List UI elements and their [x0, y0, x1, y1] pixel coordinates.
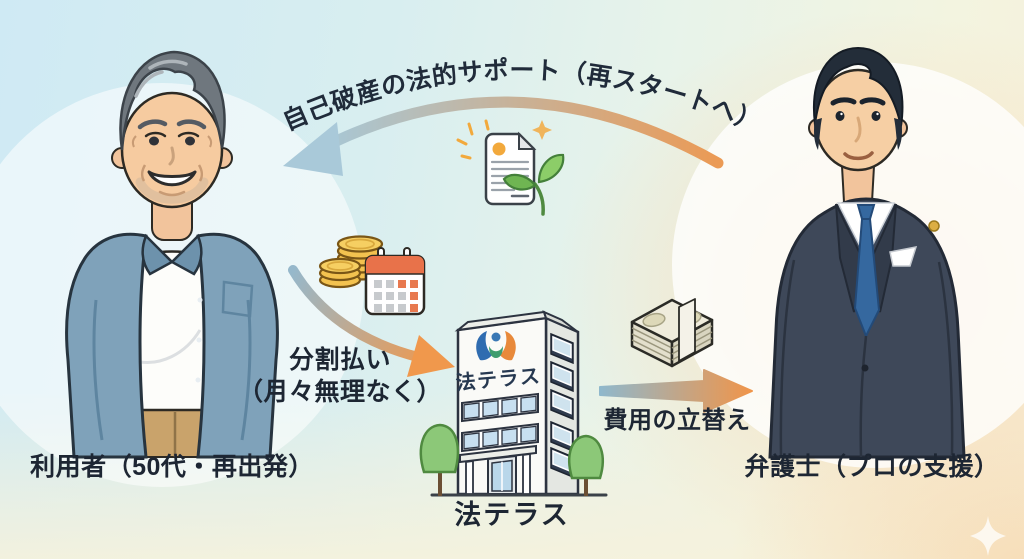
top-arc-arrow: [283, 96, 724, 176]
front-windows: [461, 392, 539, 453]
user-eye-left: [149, 136, 159, 146]
user-jacket-left: [65, 232, 148, 459]
band: [678, 298, 696, 362]
installment-label-line1: 分割払い: [288, 346, 391, 374]
installment-arrow: [288, 265, 455, 377]
side-windows: [550, 332, 574, 479]
pocket-square: [889, 246, 918, 267]
sprout-leaf-right: [537, 153, 565, 184]
lawyer-hair: [813, 46, 904, 127]
lawyer-eye-left: [835, 111, 845, 121]
user-jacket-right: [196, 232, 279, 459]
lawyer-illustration: [768, 46, 966, 459]
houterasu-building: 法テラス: [419, 310, 608, 497]
installment-label-line2: （月々無理なく）: [237, 378, 442, 406]
cost-advance-label: 費用の立替え: [603, 407, 751, 434]
lawyer-mouth: [843, 151, 874, 161]
left-tree: [419, 423, 460, 496]
paper-fold: [518, 131, 537, 150]
lawyer-eyebrows: [830, 97, 886, 106]
lawyer-neck: [840, 165, 876, 203]
user-nose: [168, 146, 175, 166]
four-point-star-icon: [532, 120, 552, 140]
installment-label: 分割払い （月々無理なく）: [190, 344, 490, 408]
user-chest-pocket: [221, 280, 254, 318]
user-eyebrows: [137, 119, 207, 130]
building-caption: 法テラス: [454, 500, 570, 530]
top-arc-label-text: 自己破産の法的サポート（再スタートへ）: [279, 55, 766, 138]
sprout-leaf-left: [502, 173, 537, 191]
user-smile: [147, 170, 197, 187]
user-collar: [141, 233, 175, 276]
seal-dot: [492, 142, 506, 156]
installment-arrowhead: [407, 335, 455, 377]
calendar-icon: [364, 247, 426, 316]
top-arc-label: 自己破産の法的サポート（再スタートへ）: [279, 55, 766, 138]
sparkle-ray: [456, 119, 490, 160]
calendar-header: [366, 256, 424, 274]
suit-button: [861, 364, 869, 372]
user-eye-right: [185, 136, 195, 146]
lawyer-nose: [854, 116, 862, 143]
building-logo-icon: [476, 331, 516, 361]
sprout-stem: [533, 182, 545, 216]
advance-arrow: [599, 369, 753, 413]
lawyer-label: 弁護士（プロの支援）: [744, 453, 1000, 481]
arc-arrowhead: [283, 122, 343, 176]
user-illustration: [65, 50, 279, 459]
user-label: 利用者（50代・再出発）: [30, 453, 314, 481]
lawyer-tie: [853, 218, 881, 339]
coin-stack-front: [318, 257, 362, 289]
lawyer-tie-knot: [856, 204, 876, 220]
lawyer-eye-right: [871, 111, 881, 121]
user-stubble: [135, 177, 209, 204]
calendar-grid: [374, 280, 418, 312]
sparkle-icon: [970, 516, 1006, 556]
document-sprout-icon: [456, 119, 565, 216]
building-entrance: [459, 444, 537, 495]
lawyer-badge-pin: [928, 220, 940, 232]
right-tree: [568, 434, 604, 496]
entrance-canopy: [459, 444, 537, 464]
banknotes-icon: [630, 298, 714, 368]
